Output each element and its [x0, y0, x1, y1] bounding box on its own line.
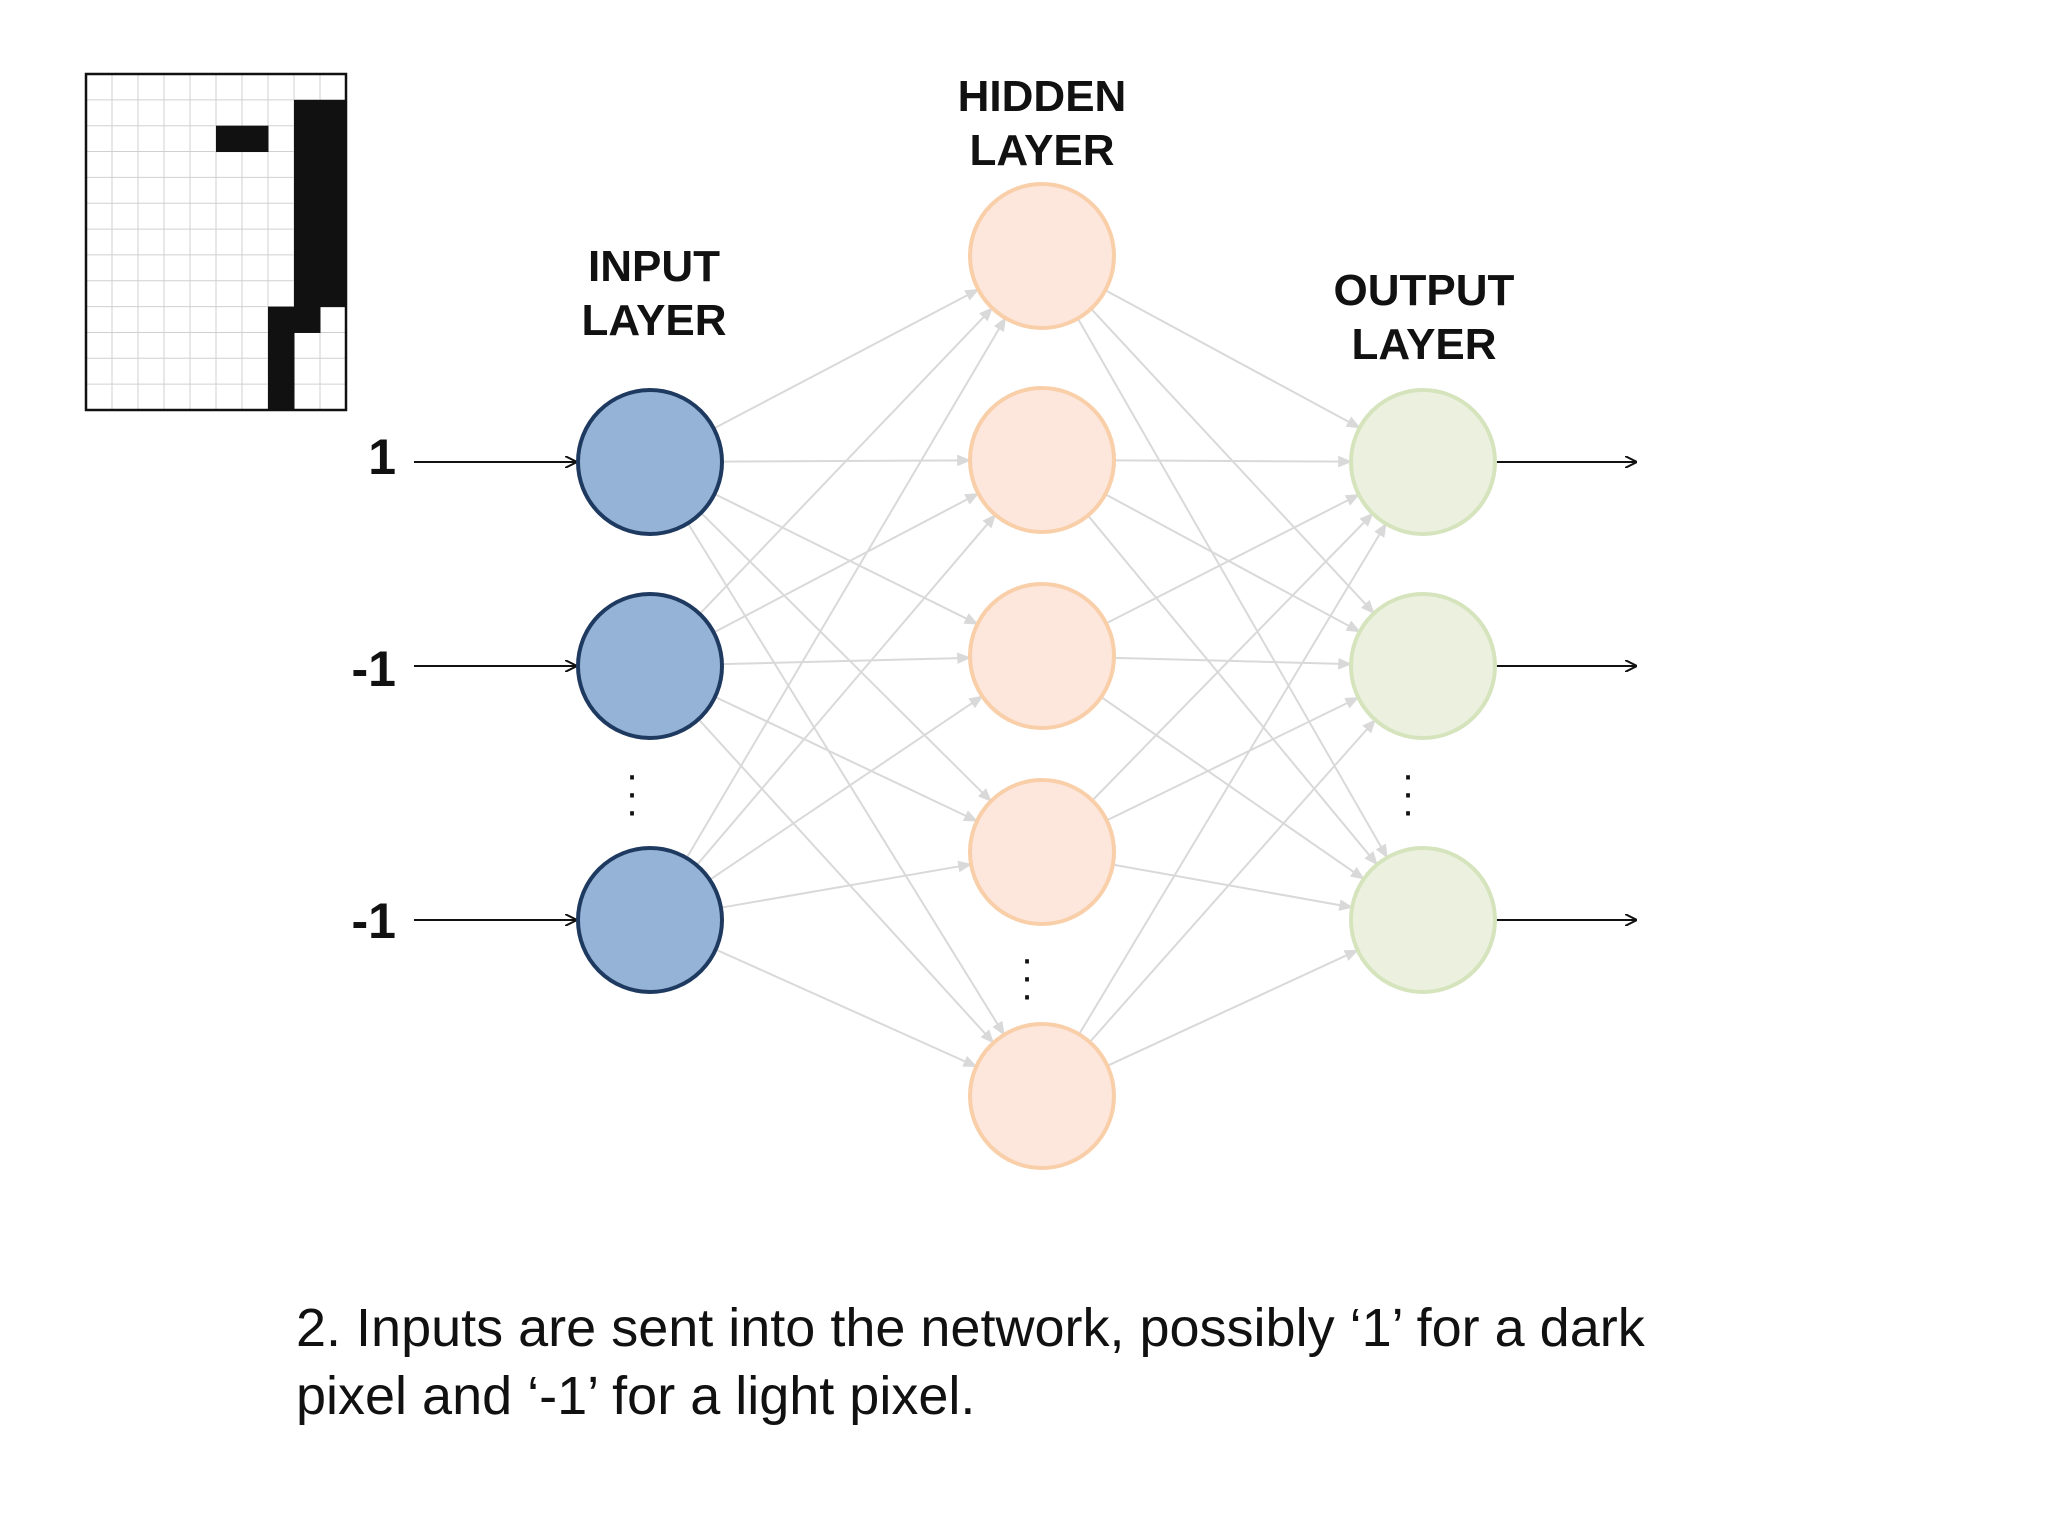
dark-pixel	[242, 125, 269, 153]
nodes	[576, 182, 1497, 1170]
input-layer-title: INPUT LAYER	[504, 240, 804, 348]
hidden-output-connection	[1091, 512, 1374, 802]
hidden-node-3	[968, 582, 1116, 730]
hidden-layer-title-line1: HIDDEN	[957, 72, 1127, 121]
input-hidden-connection	[695, 513, 997, 866]
output-node-3	[1349, 846, 1497, 994]
dark-pixel	[268, 306, 295, 333]
output-layer-title-line1: OUTPUT	[1333, 266, 1515, 315]
dark-pixel	[294, 99, 321, 127]
input-layer-title-line1: INPUT	[588, 242, 720, 291]
dark-pixel	[268, 358, 295, 385]
hidden-output-connection	[1105, 493, 1360, 625]
input-hidden-connection	[714, 695, 979, 823]
input-hidden-connection	[714, 493, 979, 625]
input-hidden-connection	[715, 948, 978, 1068]
input-node-2	[576, 592, 724, 740]
dark-pixel	[294, 203, 321, 230]
dark-pixel	[320, 177, 347, 204]
hidden-output-connection	[1104, 289, 1361, 429]
hidden-output-connection	[1104, 493, 1361, 633]
input-value-1: 1	[368, 429, 396, 485]
caption: 2. Inputs are sent into the network, pos…	[296, 1294, 1856, 1430]
dark-pixel	[268, 332, 295, 359]
caption-line-2: pixel and ‘-1’ for a light pixel.	[296, 1366, 976, 1426]
output-layer-title-line2: LAYER	[1351, 320, 1497, 369]
input-value-3: -1	[351, 893, 396, 949]
pixel-grid-image	[84, 72, 348, 412]
hidden-node-2	[968, 386, 1116, 534]
hidden-node-5	[968, 1022, 1116, 1170]
hidden-node-1	[968, 182, 1116, 330]
output-ellipsis: ···	[1401, 753, 1415, 833]
hidden-output-connection	[1100, 696, 1365, 880]
input-hidden-connection	[713, 288, 980, 430]
input-node-1	[576, 388, 724, 536]
input-hidden-connection	[720, 860, 973, 909]
input-hidden-connection	[709, 695, 984, 881]
input-hidden-connection	[697, 718, 995, 1044]
connections	[685, 288, 1389, 1068]
dark-pixel	[320, 254, 347, 282]
dark-pixel	[294, 177, 321, 204]
hidden-ellipsis: ···	[1020, 937, 1034, 1017]
dark-pixel	[320, 151, 347, 178]
output-node-1	[1349, 388, 1497, 536]
hidden-output-connection	[1113, 656, 1353, 670]
output-arrows	[1495, 462, 1636, 920]
caption-line-1: 2. Inputs are sent into the network, pos…	[296, 1298, 1645, 1358]
hidden-output-connection	[1076, 317, 1389, 859]
dark-pixel	[294, 306, 321, 333]
hidden-output-connection	[1106, 949, 1359, 1067]
dark-pixel	[294, 254, 321, 282]
input-value-2: -1	[351, 641, 396, 697]
input-hidden-connection	[721, 652, 972, 666]
hidden-layer-title-line2: LAYER	[969, 126, 1115, 175]
dark-pixel	[320, 280, 347, 308]
dark-pixel	[294, 229, 321, 256]
dark-pixel	[294, 151, 321, 178]
dark-pixel	[268, 384, 295, 411]
input-arrows	[414, 462, 576, 920]
input-hidden-connection	[687, 522, 1005, 1036]
input-layer-title-line2: LAYER	[581, 296, 727, 345]
hidden-output-connection	[1113, 455, 1353, 468]
hidden-output-connection	[1089, 719, 1377, 1043]
dark-pixel	[320, 229, 347, 256]
dark-pixel	[294, 125, 321, 153]
output-node-2	[1349, 592, 1497, 740]
input-hidden-connection	[713, 492, 980, 634]
pixel-grid-border	[84, 72, 348, 412]
dark-pixel	[320, 203, 347, 230]
input-node-3	[576, 846, 724, 994]
hidden-output-connection	[1106, 696, 1360, 822]
hidden-layer-title: HIDDEN LAYER	[892, 70, 1192, 178]
hidden-output-connection	[1087, 514, 1378, 866]
input-hidden-connection	[685, 316, 1007, 859]
hidden-output-connection	[1112, 863, 1354, 911]
hidden-node-4	[968, 778, 1116, 926]
dark-pixel	[320, 125, 347, 153]
input-ellipsis: ···	[625, 753, 639, 833]
dark-pixel	[216, 125, 243, 153]
dark-pixel	[294, 280, 321, 308]
input-hidden-connection	[699, 307, 994, 615]
output-layer-title: OUTPUT LAYER	[1274, 264, 1574, 372]
hidden-output-connection	[1078, 522, 1387, 1035]
dark-pixel	[320, 99, 347, 127]
